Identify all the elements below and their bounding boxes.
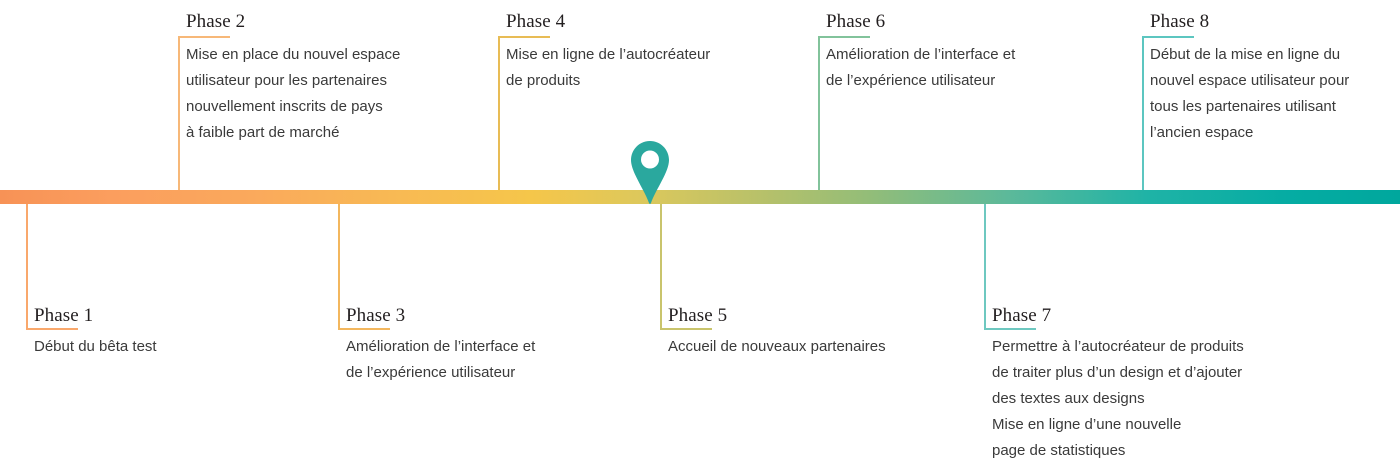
phase-block-phase-5: Phase 5 Accueil de nouveaux partenaires — [660, 204, 960, 364]
phase-title: Phase 4 — [506, 11, 566, 32]
phase-connector-tick — [818, 36, 870, 38]
phase-title: Phase 3 — [346, 305, 406, 326]
phase-body: Début du bêta test — [34, 338, 157, 355]
phase-connector-stem — [660, 204, 662, 328]
phase-title: Phase 8 — [1150, 11, 1210, 32]
phase-block-phase-2: Phase 2 Mise en place du nouvel espace u… — [178, 10, 478, 204]
phase-block-phase-8: Phase 8 Début de la mise en ligne du nou… — [1142, 10, 1400, 204]
phase-connector-tick — [1142, 36, 1194, 38]
phase-body: Permettre à l’autocréateur de produits d… — [992, 338, 1244, 459]
phase-connector-stem — [818, 36, 820, 204]
phase-title: Phase 5 — [668, 305, 728, 326]
phase-connector-stem — [178, 36, 180, 204]
phase-connector-stem — [26, 204, 28, 328]
phase-connector-tick — [178, 36, 230, 38]
phase-connector-stem — [1142, 36, 1144, 204]
phase-connector-tick — [338, 328, 390, 330]
phase-title: Phase 7 — [992, 305, 1052, 326]
phase-title: Phase 2 — [186, 11, 246, 32]
timeline-gradient-bar — [0, 190, 1400, 204]
phase-connector-tick — [984, 328, 1036, 330]
map-pin-icon — [631, 141, 669, 204]
phase-body: Amélioration de l’interface et de l’expé… — [826, 46, 1016, 89]
phase-connector-stem — [498, 36, 500, 204]
phase-block-phase-6: Phase 6 Amélioration de l’interface et d… — [818, 10, 1118, 204]
phase-body: Accueil de nouveaux partenaires — [668, 338, 886, 355]
phase-block-phase-4: Phase 4 Mise en ligne de l’autocréateur … — [498, 10, 798, 204]
phase-block-phase-7: Phase 7 Permettre à l’autocréateur de pr… — [984, 204, 1344, 474]
phase-connector-tick — [26, 328, 78, 330]
phase-body: Début de la mise en ligne du nouvel espa… — [1150, 46, 1350, 141]
phase-title: Phase 1 — [34, 305, 94, 326]
phase-body: Amélioration de l’interface et de l’expé… — [346, 338, 536, 381]
phase-connector-stem — [338, 204, 340, 328]
phase-connector-tick — [498, 36, 550, 38]
phase-block-phase-3: Phase 3 Amélioration de l’interface et d… — [338, 204, 638, 381]
phase-body: Mise en ligne de l’autocréateur de produ… — [506, 46, 711, 89]
phase-title: Phase 6 — [826, 11, 886, 32]
phase-block-phase-1: Phase 1 Début du bêta test — [26, 204, 326, 364]
phase-body: Mise en place du nouvel espace utilisate… — [186, 46, 401, 141]
phase-connector-tick — [660, 328, 712, 330]
phase-connector-stem — [984, 204, 986, 328]
